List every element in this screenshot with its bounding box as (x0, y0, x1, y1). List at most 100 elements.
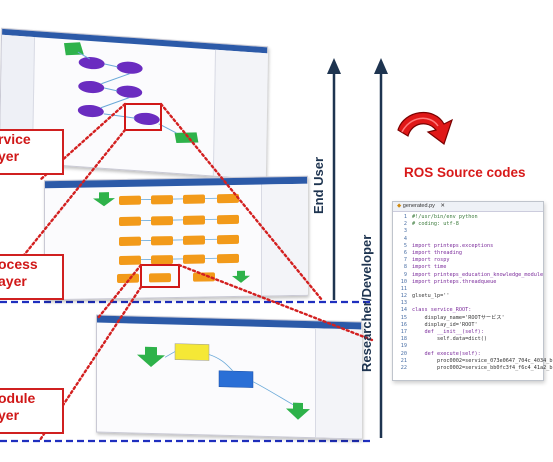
module-layer-label-line1: odule (0, 390, 36, 406)
code-line: 4 (393, 236, 543, 243)
service-start-node (63, 42, 84, 56)
line-number: 2 (403, 221, 407, 228)
code-text: import printeps_education_knowledge_modu… (412, 271, 544, 278)
module-layer-label: odule yer (0, 388, 64, 434)
code-text: display_name='ROOTサービス' (412, 314, 505, 321)
code-line: 22 proc0002=service_bb0fc3f4_f6c4_41a2_b (393, 364, 553, 372)
process-end-arrow (232, 270, 250, 283)
line-number: 4 (403, 235, 407, 242)
code-text: import time (412, 264, 447, 271)
module-end-arrow (286, 402, 310, 420)
line-number: 10 (400, 278, 407, 285)
baseline-lines (0, 300, 372, 443)
close-icon[interactable]: ✕ (440, 203, 446, 209)
service-node (78, 80, 105, 94)
process-node (119, 255, 141, 265)
ros-source-codes-title: ROS Source codes (404, 165, 526, 180)
code-text: import threading (412, 249, 462, 256)
process-node (151, 216, 173, 226)
line-number: 17 (400, 329, 407, 335)
researcher-developer-label: Researcher/Developer (359, 234, 374, 372)
process-node (183, 235, 205, 245)
code-line: 15 display_name='ROOTサービス' (393, 315, 543, 322)
service-end-node (174, 132, 199, 144)
line-number: 21 (400, 357, 407, 364)
python-file-icon: ◆ (397, 203, 402, 209)
line-number: 5 (403, 242, 407, 249)
code-text: import printeps.exceptions (412, 242, 494, 249)
service-highlight-box (124, 103, 162, 131)
code-line: 17 def __init__(self): (393, 329, 543, 336)
code-editor-tab-label: generated.py (402, 203, 435, 209)
process-layer-label-line1: ocess (0, 256, 38, 272)
module-layer-label-line2: yer (0, 407, 20, 423)
code-text: def __init__(self): (412, 329, 484, 335)
process-node (217, 234, 239, 245)
service-node (133, 112, 160, 125)
curved-arrow-icon (397, 111, 454, 145)
process-node (217, 193, 239, 204)
code-text: #!/usr/bin/env python (412, 214, 478, 220)
code-line: 9 import printeps_education_knowledge_mod… (393, 272, 543, 279)
code-line: 3 (393, 228, 543, 235)
process-node (151, 195, 173, 205)
service-node (116, 61, 143, 74)
code-text: self.data=dict() (412, 336, 487, 343)
line-number: 15 (400, 314, 407, 321)
code-line: 19 (393, 343, 543, 350)
line-number: 22 (400, 364, 407, 371)
line-number: 9 (403, 271, 407, 278)
code-editor-tab[interactable]: ◆ generated.py ✕ (393, 202, 543, 212)
dotted-connector (177, 263, 374, 342)
process-node (119, 195, 141, 205)
code-line: 11 (393, 286, 543, 293)
dotted-connector (159, 102, 324, 302)
code-text: import rospy (412, 257, 450, 264)
process-start-arrow (93, 192, 115, 207)
process-node (217, 253, 239, 264)
line-number: 3 (403, 228, 407, 235)
process-node (183, 215, 205, 225)
process-layer-label: ocess ayer (0, 254, 64, 300)
code-line: 18 self.data=dict() (393, 336, 543, 343)
researcher-axis-arrowhead (374, 58, 388, 74)
code-line: 1#!/usr/bin/env python (393, 214, 543, 221)
line-number: 19 (400, 343, 407, 350)
module-layer-screenshot (96, 314, 362, 440)
module-start-arrow (137, 346, 165, 367)
process-node (183, 254, 205, 264)
code-line: 13 (393, 300, 543, 307)
service-node (77, 104, 104, 118)
process-node (151, 255, 173, 265)
code-line: 12 glsetu_lp='' (393, 293, 543, 300)
code-line: 20 def execute(self): (393, 351, 543, 358)
code-text: proc0002=service_bb0fc3f4_f6c4_41a2_b (412, 364, 553, 371)
code-text: display_id='ROOT' (412, 321, 478, 328)
process-node (193, 272, 215, 282)
process-layer-label-line2: ayer (0, 273, 27, 289)
code-text: import printeps.threadqueue (412, 278, 497, 285)
dotted-connector (14, 128, 127, 267)
process-node (149, 273, 171, 283)
code-line: 2# coding: utf-8 (393, 221, 543, 228)
line-number: 14 (400, 307, 407, 314)
process-node (117, 273, 139, 283)
process-node (151, 236, 173, 246)
line-number: 12 (400, 293, 407, 300)
service-node (116, 85, 143, 98)
code-line: 7 import rospy (393, 257, 543, 264)
line-number: 7 (403, 257, 407, 264)
code-line: 21 proc0002=service_073e0647_704c_4034_b (393, 357, 553, 365)
code-line: 10 import printeps.threadqueue (393, 279, 543, 286)
line-number: 20 (400, 350, 407, 357)
code-text: glsetu_lp='' (412, 293, 450, 300)
code-text: def execute(self): (412, 350, 481, 357)
code-line: 16 display_id='ROOT' (393, 322, 543, 329)
process-node (119, 216, 141, 226)
line-number: 16 (400, 321, 407, 328)
process-layer-screenshot (44, 175, 308, 301)
